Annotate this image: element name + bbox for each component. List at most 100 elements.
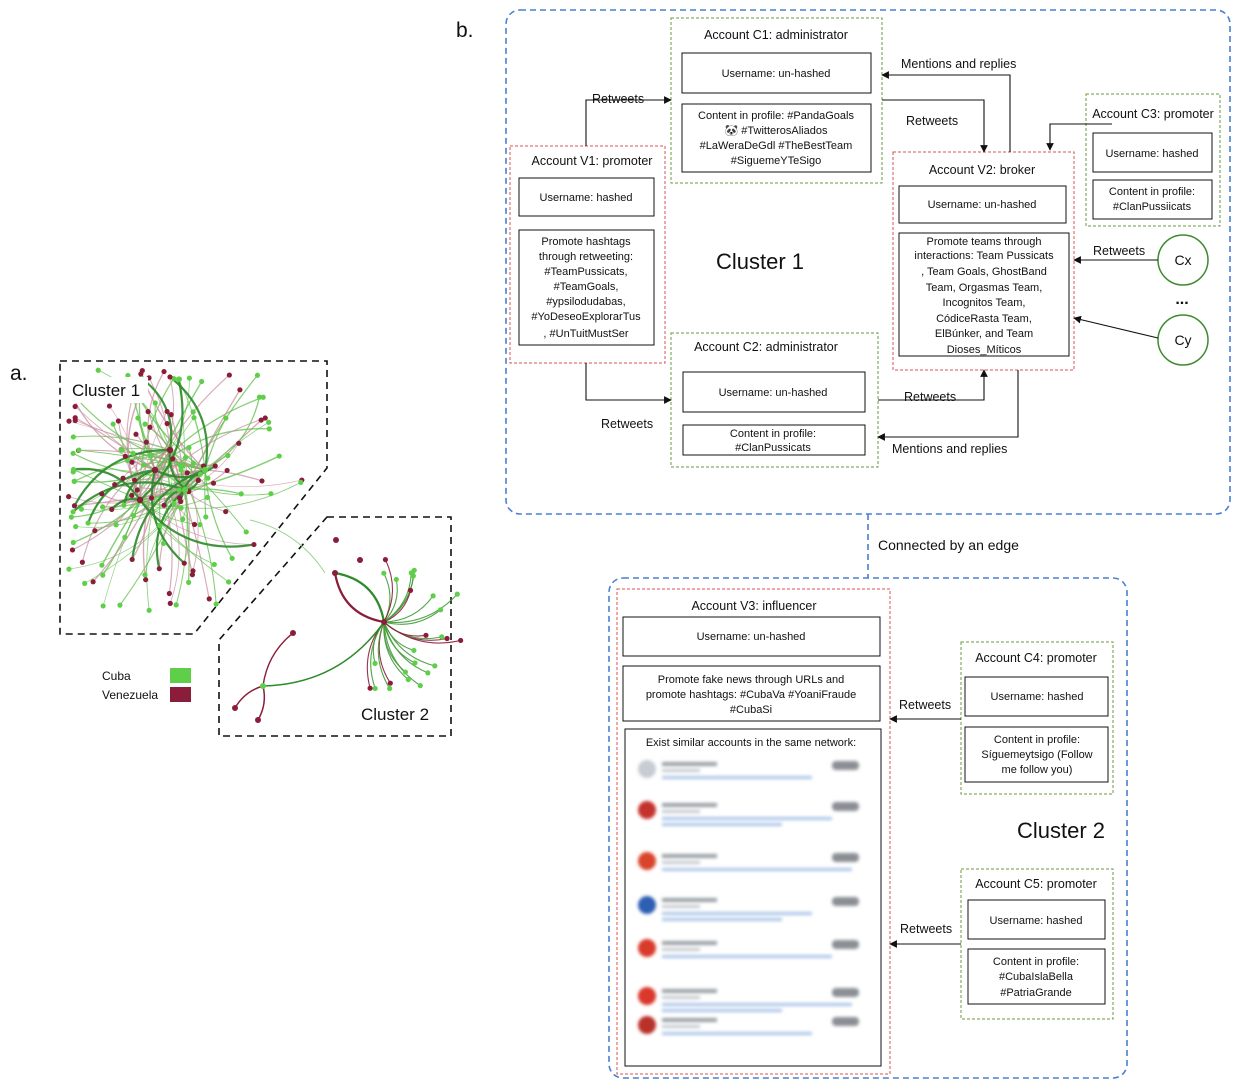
network-node [259, 478, 265, 484]
network-edge [383, 595, 434, 623]
network-node [176, 487, 182, 493]
network-edge [249, 519, 326, 574]
network-node [78, 506, 85, 512]
account-c3-content-line-2: #ClanPussiicats [1113, 201, 1192, 213]
account-c4-content-line-2: Síguemeytsigo (Follow [981, 749, 1092, 761]
panel-b-cluster2-label: Cluster 2 [1017, 818, 1105, 843]
network-node [229, 555, 235, 561]
similar-account-bio [662, 1009, 782, 1012]
account-v3-content-line-3: #CubaSi [730, 704, 772, 716]
network-node [141, 462, 147, 468]
network-node [110, 421, 116, 427]
legend-swatch-cuba [170, 668, 191, 683]
network-node [85, 520, 91, 526]
network-edge [94, 489, 186, 532]
account-v2-username-box [898, 185, 1067, 224]
account-c3-card: Account C3: promoter Username: hashed Co… [1085, 93, 1221, 227]
cluster1-label-bg [66, 377, 148, 403]
similar-account-bio [662, 912, 812, 915]
account-v1-content-line-6: #YoDeseoExplorarTus [531, 311, 641, 323]
network-node [387, 680, 393, 686]
network-node [439, 634, 445, 640]
account-c4-content-line-3: me follow you) [1002, 764, 1073, 776]
network-node [148, 495, 155, 501]
arrow-v1-to-c1 [585, 96, 672, 146]
network-node [405, 676, 411, 683]
network-node [232, 705, 238, 711]
account-c2-username-box [682, 371, 866, 413]
network-node [382, 557, 389, 563]
network-strong-edge [73, 467, 141, 501]
network-node [223, 415, 229, 421]
network-strong-edge [73, 448, 171, 507]
panel-b-letter: b. [456, 19, 474, 42]
network-strong-edge [154, 465, 216, 479]
network-edge [383, 575, 414, 623]
account-c5-content-box [967, 948, 1106, 1005]
network-node [210, 480, 217, 486]
network-strong-edge [139, 378, 184, 501]
account-c2-content-line-1: Content in profile: [730, 428, 816, 440]
network-node [117, 602, 123, 608]
cluster2-region [218, 516, 452, 737]
arrow-cy-to-v2 [1073, 315, 1159, 339]
similar-account-name [662, 989, 717, 993]
account-c1-content-line-2: 🐼 #TwitterosAliados [725, 124, 828, 137]
account-v2-content-line-6: CódiceRasta Team, [936, 313, 1032, 325]
network-node [72, 403, 78, 410]
network-node [178, 467, 184, 473]
label-mentions-top: Mentions and replies [901, 57, 1016, 71]
network-node [213, 601, 219, 607]
network-hub-node [181, 486, 189, 494]
account-c3-content-box [1092, 179, 1213, 220]
similar-account-follow-button [832, 802, 859, 811]
network-node [381, 570, 387, 576]
network-node [147, 424, 153, 430]
account-c3-username: Username: hashed [1106, 148, 1199, 160]
cluster2-network-nodes [232, 537, 464, 723]
network-hub-node [136, 496, 144, 504]
account-v1-content-line-2: through retweeting: [539, 251, 633, 263]
account-v2-content-line-1: Promote teams through [927, 236, 1042, 248]
network-node [132, 477, 138, 483]
account-v1-content-line-7: , #UnTuitMustSer [543, 328, 629, 340]
network-node [204, 494, 211, 500]
network-node [122, 534, 128, 540]
network-node [177, 495, 183, 501]
similar-accounts-title: Exist similar accounts in the same netwo… [646, 737, 856, 749]
network-node [120, 475, 126, 481]
network-node [184, 470, 190, 476]
network-edge [383, 609, 441, 625]
account-v2-content-line-3: , Team Goals, GhostBand [921, 266, 1047, 278]
network-edge [383, 621, 427, 637]
network-node [226, 372, 232, 378]
similar-account-bio [662, 776, 812, 779]
network-node [186, 579, 192, 585]
network-node [266, 426, 272, 432]
cluster2-network-edges [234, 519, 461, 721]
network-node [79, 559, 85, 565]
network-node [160, 540, 167, 546]
similar-account-bio [662, 918, 782, 921]
network-node [199, 378, 205, 385]
network-node [186, 445, 192, 451]
network-node [197, 521, 203, 528]
account-c2-username: Username: un-hashed [719, 387, 828, 399]
label-retweets-c4: Retweets [899, 698, 951, 712]
network-node [66, 566, 72, 572]
label-retweets-c1-v2: Retweets [906, 114, 958, 128]
similar-account-row [638, 801, 859, 826]
account-c5-username: Username: hashed [990, 915, 1083, 927]
network-node [171, 500, 177, 507]
network-node [393, 576, 399, 583]
similar-account-follow-button [832, 853, 859, 862]
network-node [412, 660, 418, 666]
label-retweets-c2-v2: Retweets [904, 390, 956, 404]
legend-label-cuba: Cuba [102, 669, 131, 683]
network-edge [383, 621, 416, 664]
network-edge [262, 621, 385, 687]
network-node [106, 403, 113, 409]
network-node [129, 556, 135, 563]
network-node [191, 415, 197, 421]
